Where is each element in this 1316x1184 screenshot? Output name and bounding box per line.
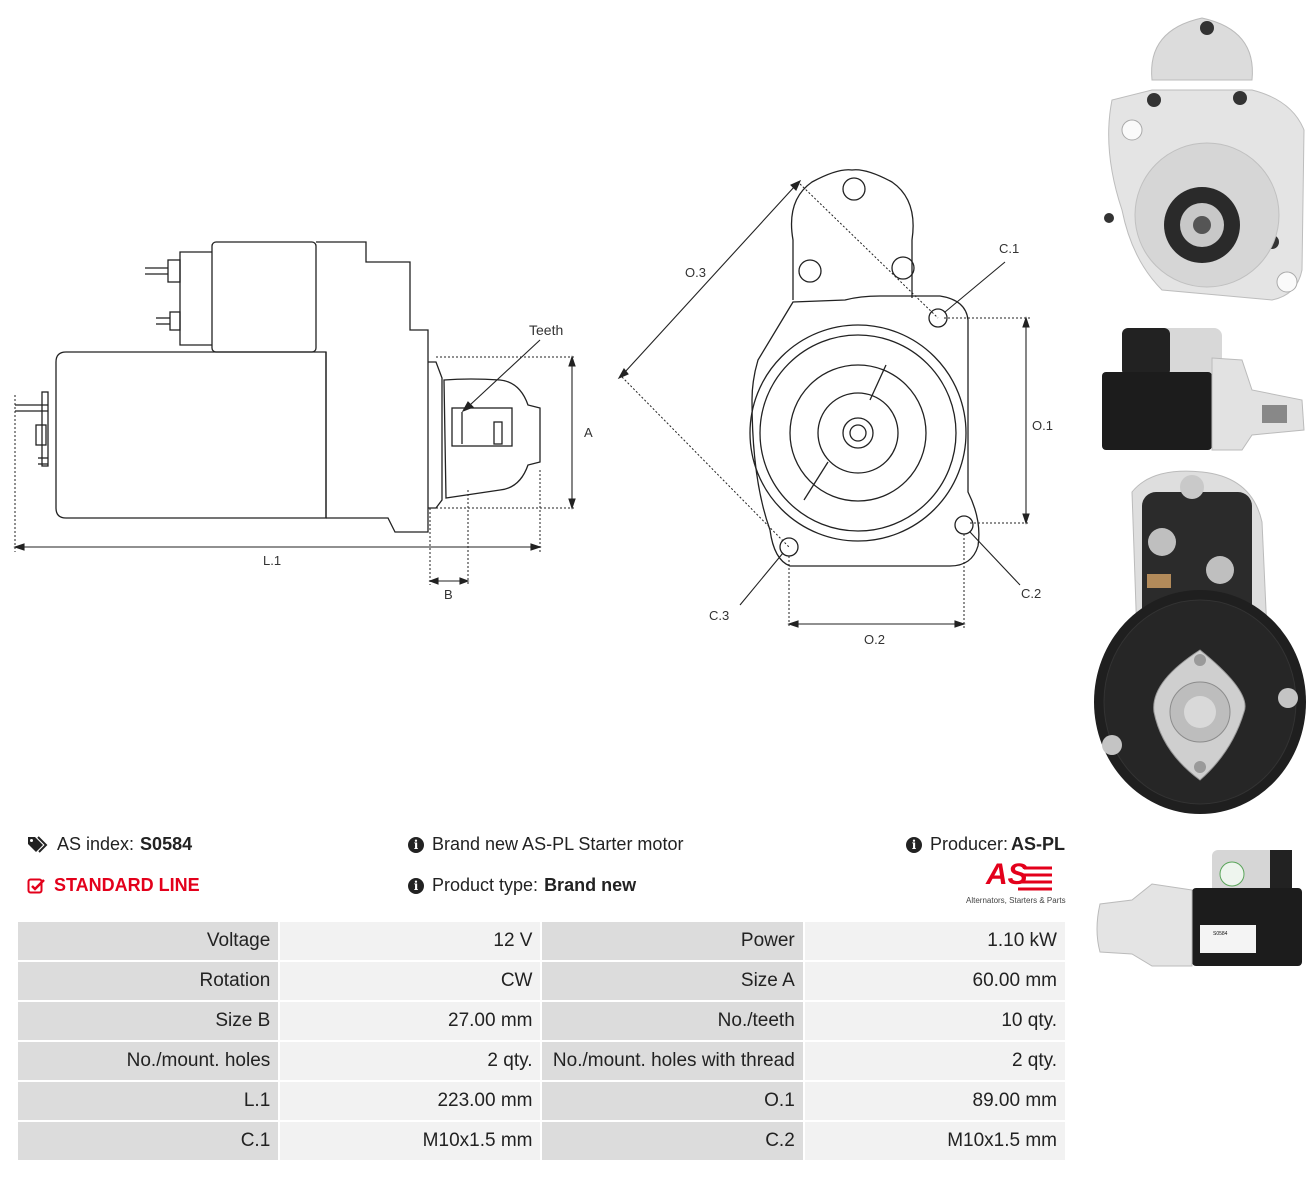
spec-key: C.2 — [540, 1120, 805, 1162]
spec-value: 27.00 mm — [278, 1000, 543, 1042]
spec-value: M10x1.5 mm — [802, 1120, 1068, 1162]
spec-key: C.1 — [15, 1120, 281, 1162]
producer: i Producer: AS-PL — [906, 834, 1065, 855]
as-index-label: AS index: — [57, 834, 135, 854]
spec-value: 1.10 kW — [802, 920, 1068, 962]
product-type-value: Brand new — [544, 875, 637, 895]
logo-stripes-icon — [1018, 866, 1052, 891]
spec-value: 10 qty. — [802, 1000, 1068, 1042]
spec-key: No./mount. holes with thread — [540, 1040, 805, 1082]
producer-value: AS-PL — [1011, 834, 1066, 854]
spec-key: Size B — [15, 1000, 281, 1042]
tags-icon — [28, 835, 48, 853]
dimension-c2-label: C.2 — [1021, 586, 1042, 601]
spec-value: 12 V — [278, 920, 543, 962]
standard-line: STANDARD LINE — [27, 875, 200, 896]
spec-key: No./mount. holes — [15, 1040, 281, 1082]
dimension-c1-label: C.1 — [999, 241, 1020, 256]
as-index: AS index: S0584 — [27, 834, 192, 855]
product-title: i Brand new AS-PL Starter motor — [408, 834, 683, 855]
spec-key: Power — [540, 920, 805, 962]
dimension-o1-label: O.1 — [1032, 418, 1053, 433]
spec-value: 223.00 mm — [278, 1080, 543, 1122]
spec-value: 2 qty. — [278, 1040, 543, 1082]
side-view-drawing — [13, 241, 576, 585]
dimension-a-label: A — [584, 425, 593, 440]
as-index-value: S0584 — [140, 834, 193, 854]
product-photo-side[interactable] — [1092, 320, 1308, 455]
logo-tagline: Alternators, Starters & Parts — [966, 896, 1066, 905]
spec-key: Voltage — [15, 920, 281, 962]
photo-label-text: S0584 — [1213, 931, 1228, 937]
info-icon: i — [906, 836, 922, 853]
teeth-label: Teeth — [529, 322, 564, 338]
spec-key: Size A — [540, 960, 805, 1002]
spec-key: Rotation — [15, 960, 281, 1002]
dimension-c3-label: C.3 — [709, 608, 730, 623]
front-view-drawing — [617, 169, 1030, 628]
spec-key: No./teeth — [540, 1000, 805, 1042]
producer-label: Producer: — [930, 834, 1009, 854]
dimension-o2-label: O.2 — [864, 632, 885, 647]
spec-value: 2 qty. — [802, 1040, 1068, 1082]
dimension-o3-label: O.3 — [685, 265, 706, 280]
spec-key: O.1 — [540, 1080, 805, 1122]
spec-value: M10x1.5 mm — [278, 1120, 543, 1162]
as-pl-logo: AS Alternators, Starters & Parts — [966, 858, 1068, 906]
checkbox-checked-icon — [27, 878, 45, 893]
product-photo-front[interactable] — [1092, 10, 1308, 312]
standard-line-text: STANDARD LINE — [54, 875, 200, 895]
logo-text: AS — [986, 858, 1028, 891]
info-icon: i — [408, 836, 424, 853]
product-photo-label-side[interactable]: S0584 — [1092, 840, 1308, 970]
dimension-l1-label: L.1 — [263, 553, 282, 568]
spec-key: L.1 — [15, 1080, 281, 1122]
product-title-text: Brand new AS-PL Starter motor — [432, 834, 684, 854]
dimension-b-label: B — [444, 587, 453, 602]
spec-value: 89.00 mm — [802, 1080, 1068, 1122]
product-type: i Product type: Brand new — [408, 875, 636, 896]
product-type-label: Product type: — [432, 875, 539, 895]
spec-value: CW — [278, 960, 543, 1002]
info-icon: i — [408, 877, 424, 894]
product-photo-rear[interactable] — [1092, 462, 1308, 832]
spec-value: 60.00 mm — [802, 960, 1068, 1002]
